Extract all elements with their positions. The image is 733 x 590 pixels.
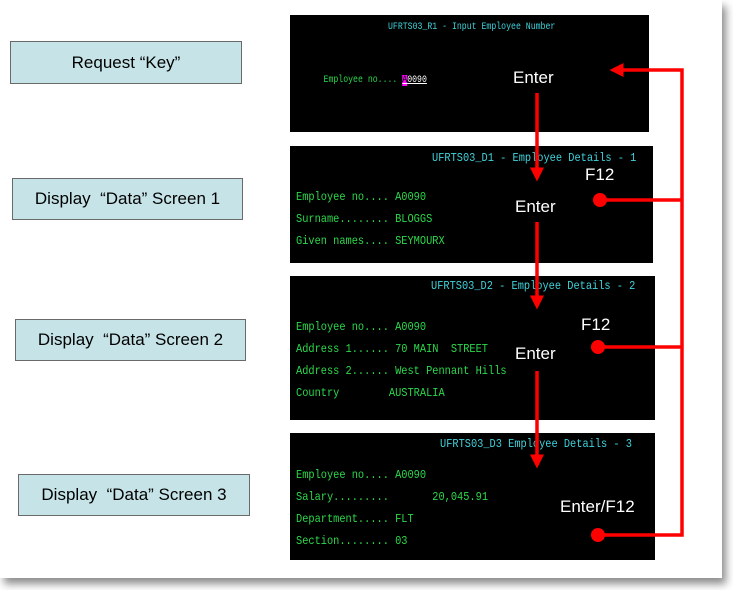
enter-f12-action-label: Enter/F12: [560, 497, 635, 516]
field-value: West Pennant Hills: [395, 364, 507, 378]
employee-details-2-screen: UFRTS03_D2 - Employee Details - 2 Employ…: [290, 276, 655, 420]
employee-no-row: Employee no.... A0090: [294, 64, 427, 97]
screen-title: UFRTS03_D1 - Employee Details - 1: [432, 151, 637, 165]
field-label: Employee no....: [296, 320, 389, 334]
employee-no-label: Employee no....: [323, 75, 398, 86]
employee-no-value: 0090: [407, 75, 427, 86]
field-label: Country: [296, 386, 340, 400]
field-value: 03: [395, 534, 408, 548]
f12-action-label: F12: [581, 315, 611, 334]
display-screen-1-label: Display “Data” Screen 1: [12, 178, 243, 220]
input-employee-screen: UFRTS03_R1 - Input Employee Number Emplo…: [290, 15, 649, 132]
display-screen-3-label: Display “Data” Screen 3: [18, 474, 250, 516]
employee-no-input[interactable]: A0090: [402, 75, 427, 86]
field-value: AUSTRALIA: [388, 386, 445, 400]
field-label: Employee no....: [296, 468, 389, 482]
field-row: Employee no.... A0090: [296, 320, 426, 334]
cursor: A: [402, 75, 408, 86]
enter-action-label: Enter: [515, 197, 556, 216]
field-label: Surname........: [296, 212, 389, 226]
field-row: Employee no.... A0090: [296, 190, 426, 204]
field-value: A0090: [395, 190, 427, 204]
field-value: BLOGGS: [395, 212, 433, 226]
field-row: Section........ 03: [296, 534, 407, 548]
field-value: SEYMOURX: [395, 234, 445, 248]
field-row: Surname........ BLOGGS: [296, 212, 432, 226]
request-key-label: Request “Key”: [10, 41, 242, 84]
field-row: Address 2...... West Pennant Hills: [296, 364, 507, 378]
field-row: Country AUSTRALIA: [296, 386, 445, 400]
employee-details-1-screen: UFRTS03_D1 - Employee Details - 1 Employ…: [290, 146, 653, 263]
display-screen-2-label: Display “Data” Screen 2: [15, 319, 246, 361]
field-value: A0090: [395, 468, 427, 482]
enter-action-label: Enter: [515, 344, 556, 363]
field-label: Department.....: [296, 512, 389, 526]
slide: Request “Key” Display “Data” Screen 1 Di…: [10, 15, 655, 560]
enter-action-label: Enter: [513, 68, 554, 87]
field-label: Section........: [296, 534, 389, 548]
employee-details-3-screen: UFRTS03_D3 Employee Details - 3 Employee…: [290, 433, 655, 560]
screen-title: UFRTS03_D2 - Employee Details - 2: [431, 279, 636, 293]
field-row: Salary......... 20,045.91: [296, 490, 488, 504]
field-value: 70 MAIN STREET: [395, 342, 489, 356]
field-row: Address 1...... 70 MAIN STREET: [296, 342, 488, 356]
field-value: 20,045.91: [432, 490, 489, 504]
field-label: Salary.........: [296, 490, 389, 504]
field-row: Employee no.... A0090: [296, 468, 426, 482]
field-row: Department..... FLT: [296, 512, 414, 526]
field-value: A0090: [395, 320, 427, 334]
screen-title: UFRTS03_D3 Employee Details - 3: [440, 437, 632, 451]
screen-title: UFRTS03_R1 - Input Employee Number: [388, 22, 556, 33]
field-label: Address 1......: [296, 342, 389, 356]
field-label: Address 2......: [296, 364, 389, 378]
field-row: Given names.... SEYMOURX: [296, 234, 445, 248]
field-value: FLT: [395, 512, 414, 526]
field-label: Given names....: [296, 234, 389, 248]
f12-action-label: F12: [585, 165, 615, 184]
field-label: Employee no....: [296, 190, 389, 204]
